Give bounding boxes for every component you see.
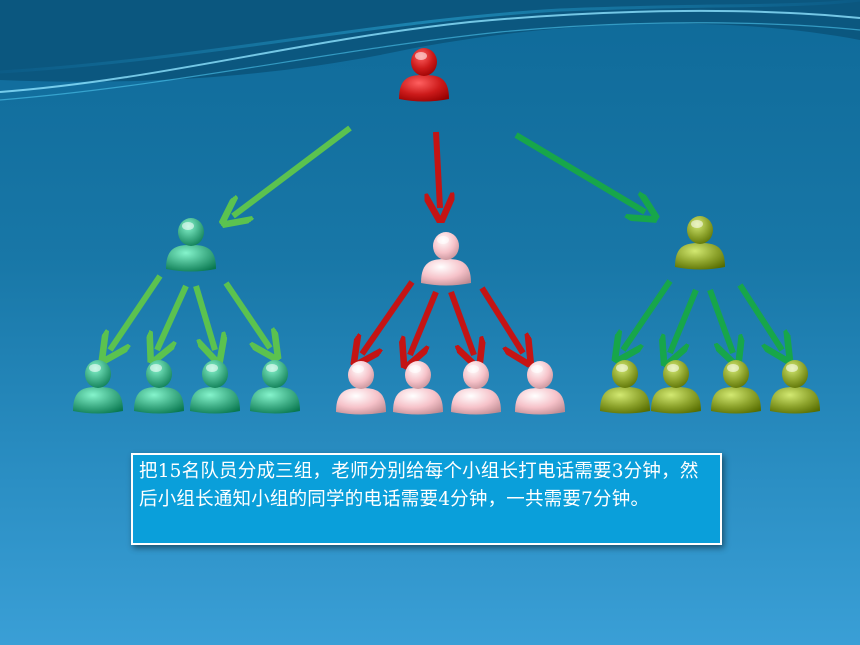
olive-member-4-person-icon <box>770 360 820 414</box>
arrow-olive-member-1 <box>623 279 673 350</box>
teal-member-4-person-icon <box>250 360 300 414</box>
teal-member-3-person-icon <box>190 360 240 414</box>
arrow-to-teal-leader <box>233 125 352 216</box>
arrow-to-olive-leader <box>514 132 645 212</box>
olive-leader-person-icon <box>675 216 725 270</box>
olive-member-2-person-icon <box>651 360 701 414</box>
teal-member-2-person-icon <box>134 360 184 414</box>
arrow-teal-member-3 <box>193 285 215 350</box>
arrow-to-pink-leader <box>436 131 440 208</box>
arrow-teal-member-2 <box>157 284 189 350</box>
teal-leader-person-icon <box>166 218 216 272</box>
pink-member-1-person-icon <box>336 361 386 415</box>
olive-member-3-person-icon <box>711 360 761 414</box>
arrow-olive-member-3 <box>707 288 733 353</box>
pink-member-3-person-icon <box>451 361 501 415</box>
arrow-pink-member-1 <box>362 280 415 354</box>
olive-member-1-person-icon <box>600 360 650 414</box>
teal-member-1-person-icon <box>73 360 123 414</box>
arrow-pink-member-3 <box>448 290 474 355</box>
arrow-pink-member-2 <box>410 290 439 355</box>
teacher-person-icon <box>399 48 449 102</box>
caption-box: 把15名队员分成三组，老师分别给每个小组长打电话需要3分钟，然后小组长通知小组的… <box>131 453 722 545</box>
arrow-teal-member-1 <box>110 274 163 350</box>
pink-member-2-person-icon <box>393 361 443 415</box>
pink-leader-person-icon <box>421 232 471 286</box>
pink-member-4-person-icon <box>515 361 565 415</box>
arrow-pink-member-4 <box>479 286 523 353</box>
arrow-teal-member-4 <box>223 281 270 348</box>
header-wave <box>0 0 860 101</box>
people-layer <box>73 48 820 415</box>
arrow-olive-member-2 <box>670 288 699 353</box>
arrow-olive-member-4 <box>737 283 782 350</box>
caption-text: 把15名队员分成三组，老师分别给每个小组长打电话需要3分钟，然后小组长通知小组的… <box>139 461 699 510</box>
